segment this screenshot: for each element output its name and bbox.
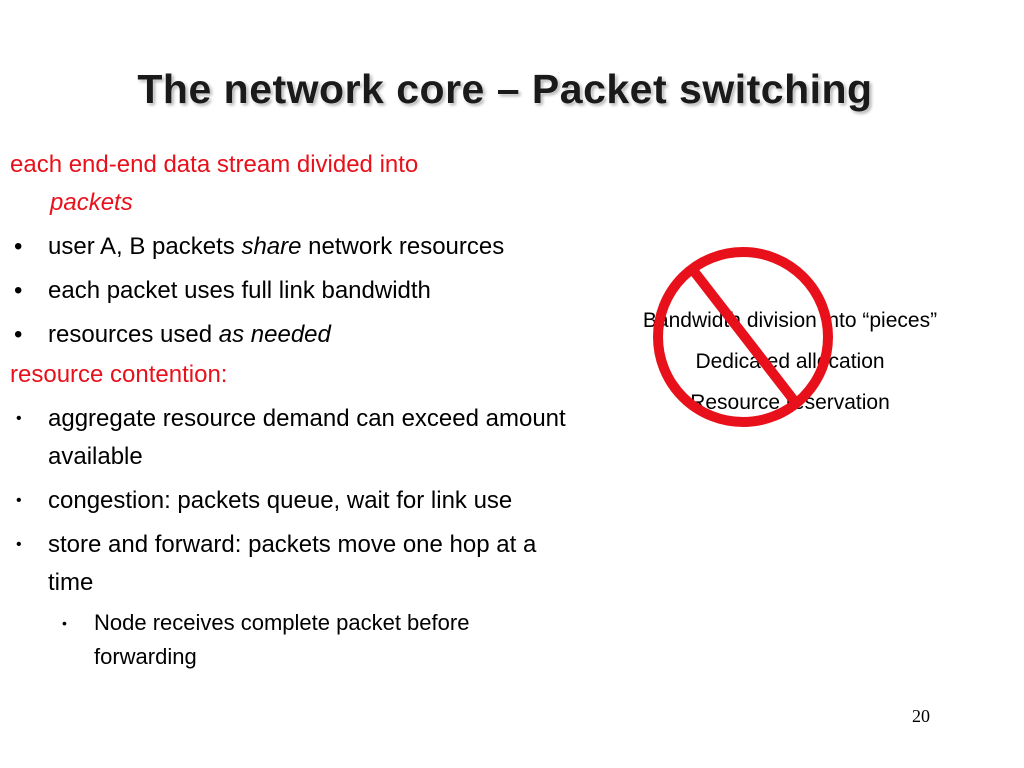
- list-item: • each packet uses full link bandwidth: [10, 272, 570, 310]
- list-item: • aggregate resource demand can exceed a…: [10, 400, 570, 476]
- bullet-emphasis: share: [241, 233, 302, 260]
- bullet-text: network resources: [301, 233, 505, 260]
- bullet-dot: •: [14, 277, 23, 304]
- heading-packets-italic: packets: [50, 189, 133, 216]
- list-item: • user A, B packets share network resour…: [10, 228, 570, 266]
- bullet-dot: •: [16, 410, 22, 427]
- heading-packets: each end-end data stream divided into pa…: [10, 146, 570, 222]
- bullet-text: each packet uses full link bandwidth: [48, 277, 431, 304]
- heading-packets-text: each end-end data stream divided into: [10, 151, 419, 178]
- circuit-switching-features: Bandwidth division into “pieces” Dedicat…: [590, 300, 990, 423]
- list-item: • store and forward: packets move one ho…: [10, 526, 570, 602]
- bullet-dot: •: [14, 233, 23, 260]
- prohibition-icon: [653, 247, 833, 427]
- bullet-dot: •: [62, 615, 67, 631]
- bullet-dot: •: [16, 492, 22, 509]
- bullet-dot: •: [14, 321, 23, 348]
- bullet-text: resources used: [48, 321, 219, 348]
- list-item: • congestion: packets queue, wait for li…: [10, 482, 570, 520]
- list-item: • resources used as needed: [10, 316, 570, 354]
- bullet-text: aggregate resource demand can exceed amo…: [48, 405, 566, 470]
- bullet-dot: •: [16, 536, 22, 553]
- left-content: each end-end data stream divided into pa…: [10, 146, 570, 674]
- sub-bullet-text: Node receives complete packet before for…: [94, 610, 470, 669]
- feature-line: Bandwidth division into “pieces”: [642, 309, 938, 332]
- page-number: 20: [912, 706, 930, 726]
- heading-contention: resource contention:: [10, 361, 228, 388]
- sub-list-item: • Node receives complete packet before f…: [10, 606, 570, 674]
- bullet-text: congestion: packets queue, wait for link…: [48, 487, 513, 514]
- bullet-emphasis: as needed: [218, 321, 331, 348]
- bullet-text: user A, B packets: [48, 233, 242, 260]
- slide-title: The network core – Packet switching: [137, 66, 873, 112]
- feature-line: Dedicated allocation: [695, 350, 885, 373]
- bullet-text: store and forward: packets move one hop …: [48, 531, 537, 596]
